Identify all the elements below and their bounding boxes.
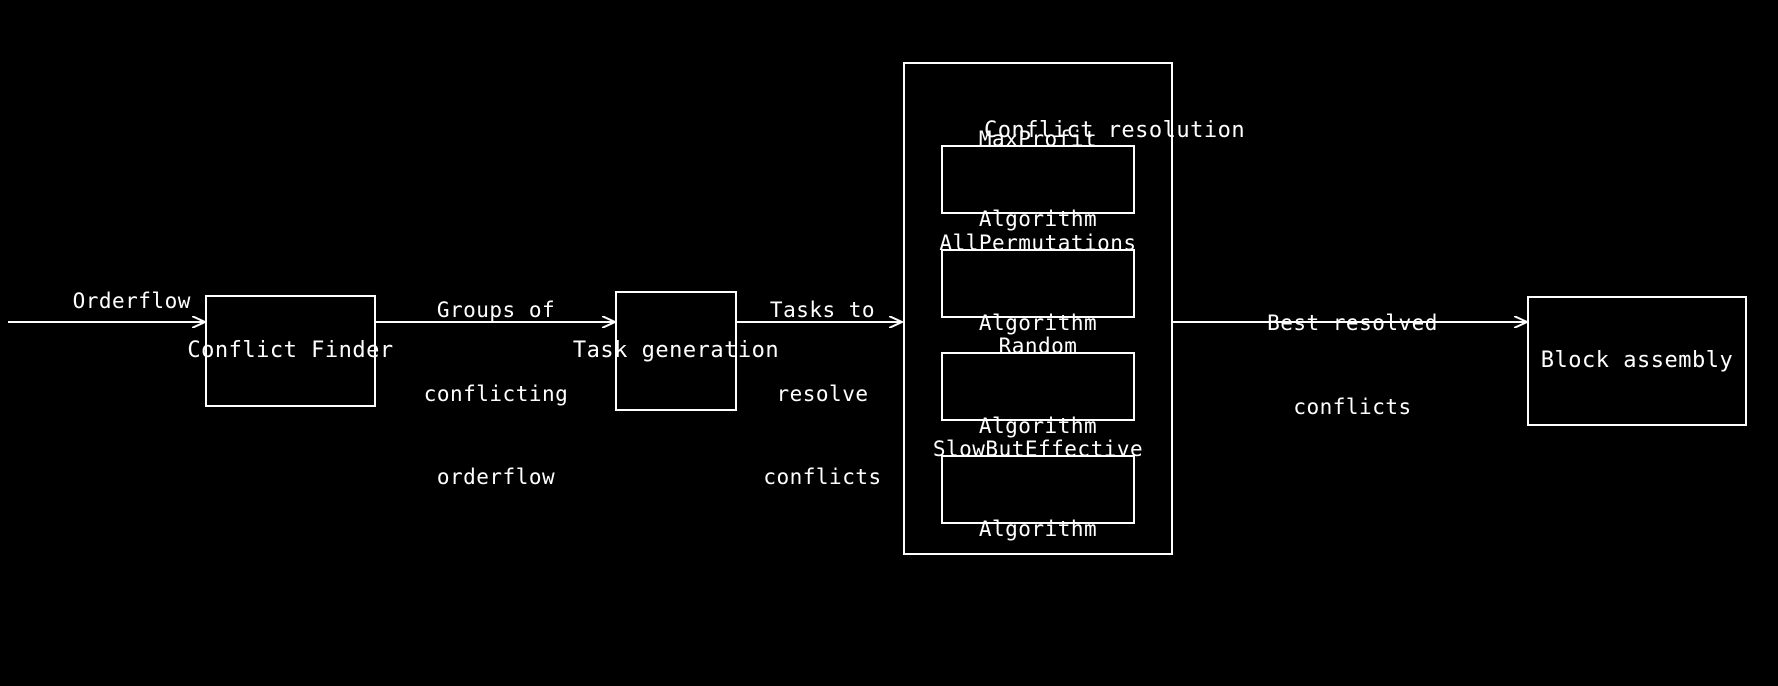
node-label: Task generation <box>572 337 780 363</box>
node-block-assembly[interactable]: Block assembly <box>1527 296 1747 426</box>
node-algorithm-random[interactable]: Random Algorithm <box>941 334 1135 438</box>
algorithm-suffix: Algorithm <box>978 207 1098 232</box>
edge-label-line: orderflow <box>436 464 556 489</box>
edge-label-tasks-to-resolve-conflicts: Tasks to resolve conflicts <box>745 242 900 547</box>
edge-label-line: conflicting <box>423 381 569 406</box>
edge-label-orderflow: Orderflow <box>20 260 191 343</box>
edge-label-best-resolved-conflicts: Best resolved conflicts <box>1180 255 1525 477</box>
node-label: Block assembly <box>1540 347 1734 373</box>
edge-label-line: Tasks to <box>769 298 876 323</box>
edge-label-groups-of-conflicting-orderflow: Groups of conflicting orderflow <box>380 242 612 547</box>
algorithm-name: MaxProfit <box>978 126 1098 151</box>
algorithm-suffix: Algorithm <box>978 311 1098 336</box>
node-task-generation[interactable]: Task generation <box>573 291 779 411</box>
algorithm-name: Random <box>998 333 1078 358</box>
panel-title-conflict-resolution: Conflict resolution <box>929 93 1245 168</box>
edge-label-line: conflicts <box>1293 394 1412 419</box>
algorithm-name: AllPermutations <box>939 230 1137 255</box>
algorithm-suffix: Algorithm <box>978 414 1098 439</box>
algorithm-suffix: Algorithm <box>978 517 1098 542</box>
node-conflict-finder[interactable]: Conflict Finder <box>187 295 393 407</box>
node-algorithm-allpermutations[interactable]: AllPermutations Algorithm <box>939 231 1136 336</box>
panel-title-text: Conflict resolution <box>983 118 1246 143</box>
algorithm-name: SlowButEffective <box>932 436 1144 461</box>
node-algorithm-maxprofit[interactable]: MaxProfit Algorithm <box>941 127 1135 231</box>
node-label: Conflict Finder <box>187 337 394 363</box>
edge-label-line: Orderflow <box>72 288 191 313</box>
edge-label-line: conflicts <box>763 464 882 489</box>
node-algorithm-slowbuteffective[interactable]: SlowButEffective Algorithm <box>933 437 1143 542</box>
edge-label-line: Groups of <box>436 298 556 323</box>
edge-label-line: Best resolved <box>1267 311 1438 336</box>
edge-label-line: resolve <box>776 381 869 406</box>
